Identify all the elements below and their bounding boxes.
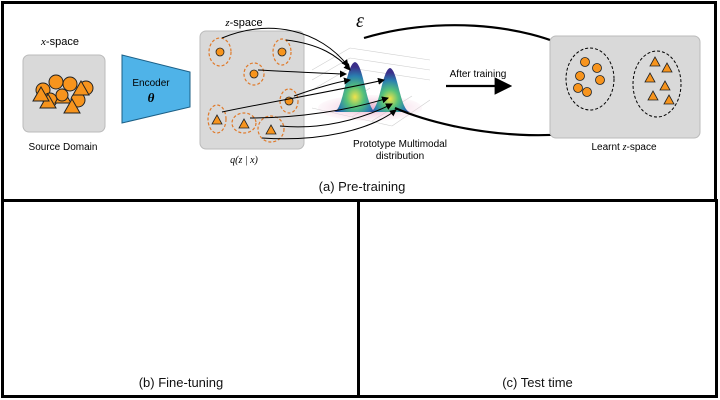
mode1-to-learnt-arrow	[363, 24, 584, 56]
z-space-label: z-space	[224, 17, 262, 29]
caption-pretraining: (a) Pre-training	[318, 179, 406, 194]
panel-test-time: (c) Test time	[357, 199, 718, 398]
learnt-z-space-box	[549, 35, 701, 139]
pretraining-diagram: x-space Source Domain Encoder θ z-space	[22, 10, 701, 166]
learnt-clusters	[565, 47, 682, 118]
caption-test-time: (c) Test time	[502, 375, 573, 390]
encoder-theta: θ	[148, 90, 155, 105]
source-domain-label: Source Domain	[29, 142, 98, 153]
prototype-label-line2: distribution	[376, 151, 424, 162]
encoder-trapezoid	[121, 54, 191, 124]
z-space-box	[199, 30, 305, 150]
panel-finetuning: (b) Fine-tuning	[1, 199, 361, 398]
learnt-z-space-label: Learnt z-space	[591, 142, 657, 153]
posterior-label: q(z | x)	[230, 155, 258, 166]
x-space-label: x-space	[40, 36, 79, 48]
source-particles	[32, 74, 94, 114]
posterior-mapping-arrows	[221, 27, 397, 140]
prototype-label-line1: Prototype Multimodal	[353, 139, 447, 150]
after-training-label: After training	[450, 69, 507, 80]
caption-finetuning: (b) Fine-tuning	[138, 375, 224, 390]
encoder-label: Encoder	[132, 78, 170, 89]
epsilon-label: ε	[356, 10, 364, 32]
